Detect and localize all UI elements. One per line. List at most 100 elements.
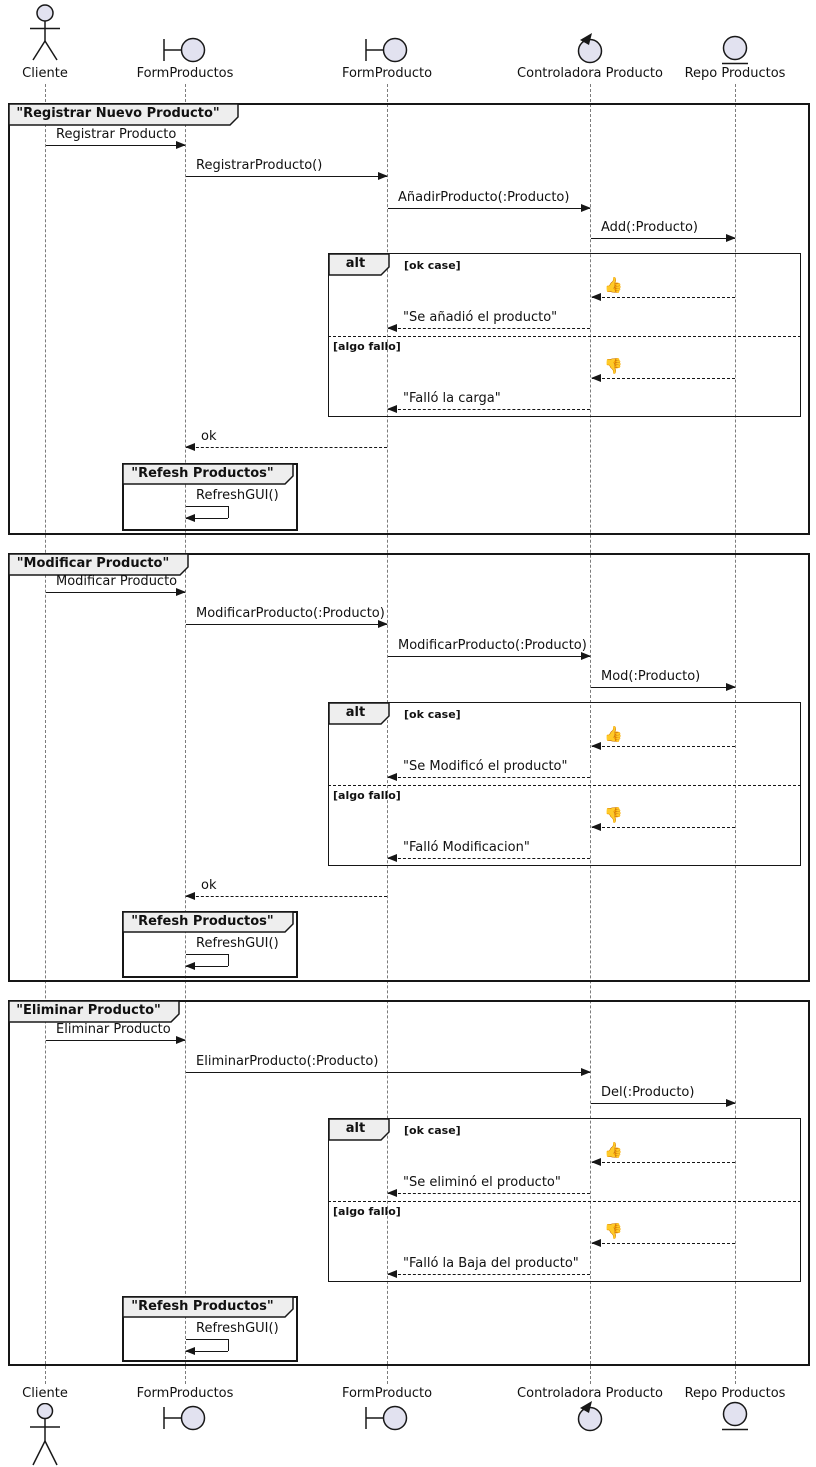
actor-icon: [30, 4, 60, 61]
refresh-frame-tab: "Refesh Productos": [122, 1296, 295, 1318]
frame-registrar-tab: "Registrar Nuevo Producto": [8, 103, 240, 126]
boundary-icon: [365, 1405, 408, 1431]
refresh-frame-tab: "Refesh Productos": [122, 911, 295, 933]
alt-fragment: [328, 702, 801, 866]
refresh-title: "Refesh Productos": [131, 914, 274, 929]
message-eliminar-producto: Eliminar Producto: [56, 1022, 171, 1037]
self-message: [185, 514, 228, 522]
alt-label: alt: [328, 253, 391, 276]
participant-label-formproductos: FormProductos: [136, 66, 234, 81]
self-message: [185, 962, 228, 970]
message-anadirproducto: AñadirProducto(:Producto): [398, 190, 570, 205]
message-arrow: [388, 204, 591, 212]
entity-icon: [722, 1401, 748, 1431]
guard-fail: [algo fallo]: [333, 340, 401, 353]
message-del: Del(:Producto): [601, 1085, 695, 1100]
thumb-down-icon: 👎: [604, 357, 623, 375]
return-arrow: [591, 374, 735, 382]
guard-fail: [algo fallo]: [333, 789, 401, 802]
message-se-anadio: "Se añadió el producto": [403, 310, 558, 325]
message-arrow: [388, 652, 591, 660]
self-message: [186, 506, 228, 507]
lifeline-formproducto: [387, 84, 388, 1384]
message-registrar-producto: Registrar Producto: [56, 127, 177, 142]
thumb-up-icon: 👍: [604, 276, 623, 294]
self-message: [228, 954, 229, 966]
alt-fragment: [328, 253, 801, 417]
return-arrow: [185, 892, 387, 900]
alt-keyword: alt: [345, 705, 366, 720]
message-arrow: [591, 1099, 736, 1107]
self-message: [185, 1347, 228, 1355]
alt-fragment: [328, 1118, 801, 1282]
participant-label-formproducto-bottom: FormProducto: [341, 1386, 433, 1401]
message-arrow: [186, 1068, 591, 1076]
lifeline-cliente: [45, 84, 46, 1384]
guard-ok: [ok case]: [404, 708, 461, 721]
return-arrow: [185, 443, 387, 451]
message-arrow: [46, 1036, 186, 1044]
message-modificarproducto-1: ModificarProducto(:Producto): [196, 606, 385, 621]
alt-label: alt: [328, 1118, 391, 1141]
self-message: [228, 1339, 229, 1351]
message-mod: Mod(:Producto): [601, 669, 701, 684]
thumb-up-icon: 👍: [604, 725, 623, 743]
participant-label-formproductos-bottom: FormProductos: [136, 1386, 234, 1401]
lifeline-controladora: [590, 84, 591, 1384]
actor-icon: [30, 1403, 60, 1466]
boundary-icon: [163, 1405, 206, 1431]
frame-title: "Registrar Nuevo Producto": [16, 106, 220, 121]
return-arrow: [387, 854, 590, 862]
return-arrow: [387, 773, 590, 781]
frame-modificar: [8, 553, 810, 982]
message-refreshgui: RefreshGUI(): [196, 488, 279, 503]
return-arrow: [591, 742, 735, 750]
message-add: Add(:Producto): [601, 220, 699, 235]
message-arrow: [46, 141, 186, 149]
alt-label: alt: [328, 702, 391, 725]
lifeline-formproductos: [185, 84, 186, 1384]
frame-title: "Eliminar Producto": [16, 1003, 161, 1018]
message-refreshgui: RefreshGUI(): [196, 936, 279, 951]
alt-keyword: alt: [345, 1121, 366, 1136]
message-eliminarproducto-call: EliminarProducto(:Producto): [196, 1054, 379, 1069]
message-registrarproducto-call: RegistrarProducto(): [196, 158, 323, 173]
alt-divider: [328, 785, 801, 786]
frame-registrar: [8, 103, 810, 535]
message-refreshgui: RefreshGUI(): [196, 1321, 279, 1336]
participant-label-controladora: Controladora Producto: [517, 66, 663, 81]
thumb-down-icon: 👎: [604, 1222, 623, 1240]
message-se-modifico: "Se Modificó el producto": [403, 759, 568, 774]
frame-modificar-tab: "Modificar Producto": [8, 553, 190, 576]
lifeline-repo: [735, 84, 736, 1384]
alt-divider: [328, 336, 801, 337]
participant-label-cliente-bottom: Cliente: [22, 1386, 68, 1401]
message-fallo-baja: "Falló la Baja del producto": [403, 1256, 579, 1271]
message-fallo-carga: "Falló la carga": [403, 391, 501, 406]
message-modificarproducto-2: ModificarProducto(:Producto): [398, 638, 587, 653]
self-message: [186, 1339, 228, 1340]
message-ok: ok: [201, 878, 217, 893]
control-icon: [577, 33, 603, 64]
thumb-down-icon: 👎: [604, 806, 623, 824]
message-arrow: [186, 172, 388, 180]
frame-eliminar-tab: "Eliminar Producto": [8, 1000, 181, 1023]
participant-label-repo-bottom: Repo Productos: [684, 1386, 786, 1401]
alt-divider: [328, 1201, 801, 1202]
refresh-frame-tab: "Refesh Productos": [122, 463, 295, 485]
message-arrow: [186, 620, 388, 628]
frame-eliminar: [8, 1000, 810, 1366]
return-arrow: [591, 293, 735, 301]
message-fallo-modificacion: "Falló Modificacion": [403, 840, 530, 855]
refresh-title: "Refesh Productos": [131, 466, 274, 481]
return-arrow: [387, 405, 590, 413]
guard-ok: [ok case]: [404, 1124, 461, 1137]
thumb-up-icon: 👍: [604, 1141, 623, 1159]
return-arrow: [387, 324, 590, 332]
message-ok: ok: [201, 429, 217, 444]
message-modificar-producto: Modificar Producto: [56, 574, 178, 589]
boundary-icon: [365, 37, 408, 63]
return-arrow: [591, 1158, 735, 1166]
participant-label-repo: Repo Productos: [684, 66, 786, 81]
